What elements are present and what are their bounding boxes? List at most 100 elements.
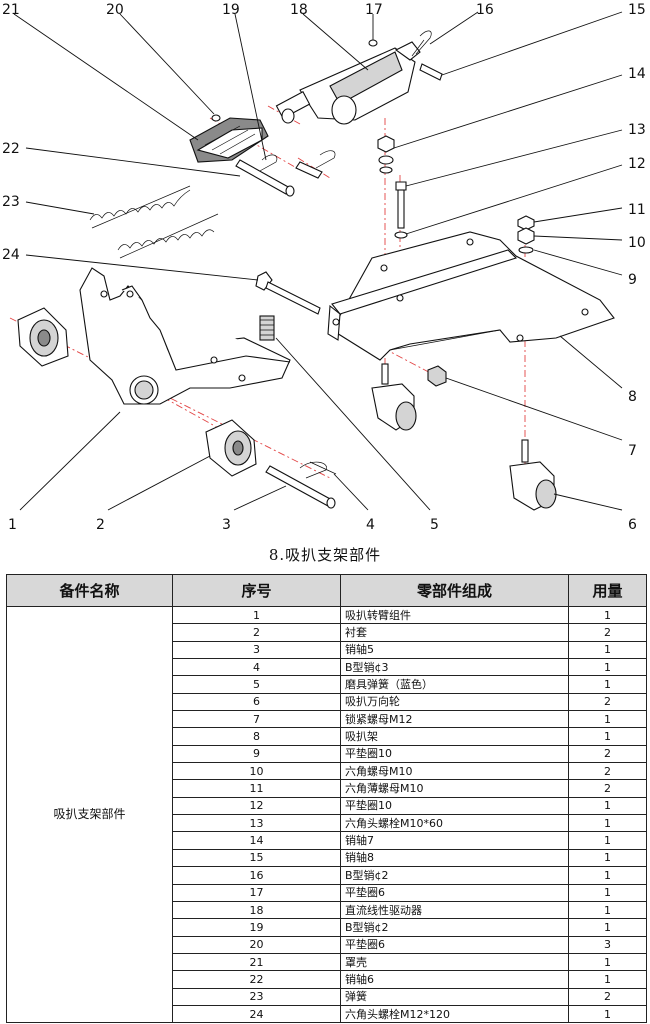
bushings-drawing bbox=[17, 307, 257, 477]
qty-cell: 2 bbox=[568, 987, 647, 1006]
qty-cell: 1 bbox=[568, 866, 647, 885]
callout-15: 15 bbox=[628, 2, 646, 18]
serial-cell: 17 bbox=[172, 883, 341, 902]
qty-cell: 1 bbox=[568, 675, 647, 694]
part-cell: 弹簧 bbox=[340, 987, 569, 1006]
part-cell: 六角薄螺母M10 bbox=[340, 779, 569, 798]
serial-cell: 20 bbox=[172, 935, 341, 954]
callout-1: 1 bbox=[8, 517, 17, 533]
qty-cell: 2 bbox=[568, 692, 647, 712]
bolt-m12-drawing bbox=[255, 271, 321, 315]
serial-cell: 16 bbox=[172, 866, 341, 885]
lock-nut-drawing bbox=[427, 365, 447, 387]
serial-cell: 3 bbox=[172, 640, 341, 660]
swing-arm-cover-drawing bbox=[189, 114, 336, 197]
exploded-assembly-diagram: 1 2 3 4 5 6 7 8 9 10 11 12 13 14 15 16 1… bbox=[2, 2, 646, 533]
part-cell: 吸扒万向轮 bbox=[340, 692, 569, 712]
callout-numbers: 1 2 3 4 5 6 7 8 9 10 11 12 13 14 15 16 1… bbox=[2, 2, 646, 533]
qty-cell: 1 bbox=[568, 710, 647, 729]
serial-cell: 5 bbox=[172, 675, 341, 694]
part-cell: 销轴8 bbox=[340, 848, 569, 868]
part-cell: B型销¢3 bbox=[340, 658, 569, 677]
callout-21: 21 bbox=[2, 2, 20, 18]
qty-cell: 2 bbox=[568, 779, 647, 798]
serial-cell: 14 bbox=[172, 831, 341, 850]
serial-cell: 15 bbox=[172, 848, 341, 868]
qty-cell: 1 bbox=[568, 900, 647, 920]
header-serial-no: 序号 bbox=[172, 574, 341, 607]
qty-cell: 1 bbox=[568, 605, 647, 625]
callout-7: 7 bbox=[628, 443, 637, 459]
header-spare-name: 备件名称 bbox=[6, 574, 173, 607]
part-cell: 罩壳 bbox=[340, 952, 569, 972]
table-header-row: 备件名称 序号 零部件组成 用量 bbox=[6, 574, 647, 607]
callout-3: 3 bbox=[222, 517, 231, 533]
qty-cell: 1 bbox=[568, 658, 647, 677]
callout-12: 12 bbox=[628, 156, 646, 172]
qty-cell: 1 bbox=[568, 1004, 647, 1024]
serial-cell: 23 bbox=[172, 987, 341, 1006]
frame-plate-drawing bbox=[327, 231, 615, 361]
qty-cell: 1 bbox=[568, 831, 647, 850]
callout-4: 4 bbox=[366, 517, 375, 533]
serial-cell: 22 bbox=[172, 970, 341, 989]
header-components: 零部件组成 bbox=[340, 574, 569, 607]
part-cell: 平垫圈10 bbox=[340, 744, 569, 764]
qty-cell: 1 bbox=[568, 918, 647, 937]
casters-drawing bbox=[371, 363, 557, 511]
callout-9: 9 bbox=[628, 272, 637, 288]
part-cell: 锁紧螺母M12 bbox=[340, 710, 569, 729]
serial-cell: 7 bbox=[172, 710, 341, 729]
qty-cell: 1 bbox=[568, 796, 647, 816]
serial-cell: 24 bbox=[172, 1004, 341, 1024]
serial-cell: 9 bbox=[172, 744, 341, 764]
serial-cell: 19 bbox=[172, 918, 341, 937]
serial-cell: 21 bbox=[172, 952, 341, 972]
springs-drawing bbox=[89, 185, 219, 259]
callout-14: 14 bbox=[628, 66, 646, 82]
callout-10: 10 bbox=[628, 235, 646, 251]
part-cell: 磨具弹簧（蓝色） bbox=[340, 675, 569, 694]
serial-cell: 18 bbox=[172, 900, 341, 920]
qty-cell: 1 bbox=[568, 640, 647, 660]
qty-cell: 1 bbox=[568, 848, 647, 868]
group-name-cell: 吸扒支架部件 bbox=[6, 605, 173, 1024]
part-cell: 六角头螺栓M12*120 bbox=[340, 1004, 569, 1024]
callout-2: 2 bbox=[96, 517, 105, 533]
callout-20: 20 bbox=[106, 2, 124, 18]
small-hardware-top bbox=[368, 30, 443, 81]
callout-22: 22 bbox=[2, 141, 20, 157]
part-cell: 销轴7 bbox=[340, 831, 569, 850]
callout-16: 16 bbox=[476, 2, 494, 18]
callout-11: 11 bbox=[628, 202, 646, 218]
callout-13: 13 bbox=[628, 122, 646, 138]
serial-cell: 10 bbox=[172, 762, 341, 781]
header-quantity: 用量 bbox=[568, 574, 647, 607]
qty-cell: 2 bbox=[568, 762, 647, 781]
serial-cell: 6 bbox=[172, 692, 341, 712]
part-cell: 衬套 bbox=[340, 623, 569, 642]
qty-cell: 2 bbox=[568, 744, 647, 764]
qty-cell: 3 bbox=[568, 935, 647, 954]
serial-cell: 8 bbox=[172, 727, 341, 746]
part-cell: 吸扒架 bbox=[340, 727, 569, 746]
qty-cell: 1 bbox=[568, 814, 647, 833]
callout-23: 23 bbox=[2, 194, 20, 210]
qty-cell: 2 bbox=[568, 623, 647, 642]
serial-cell: 11 bbox=[172, 779, 341, 798]
